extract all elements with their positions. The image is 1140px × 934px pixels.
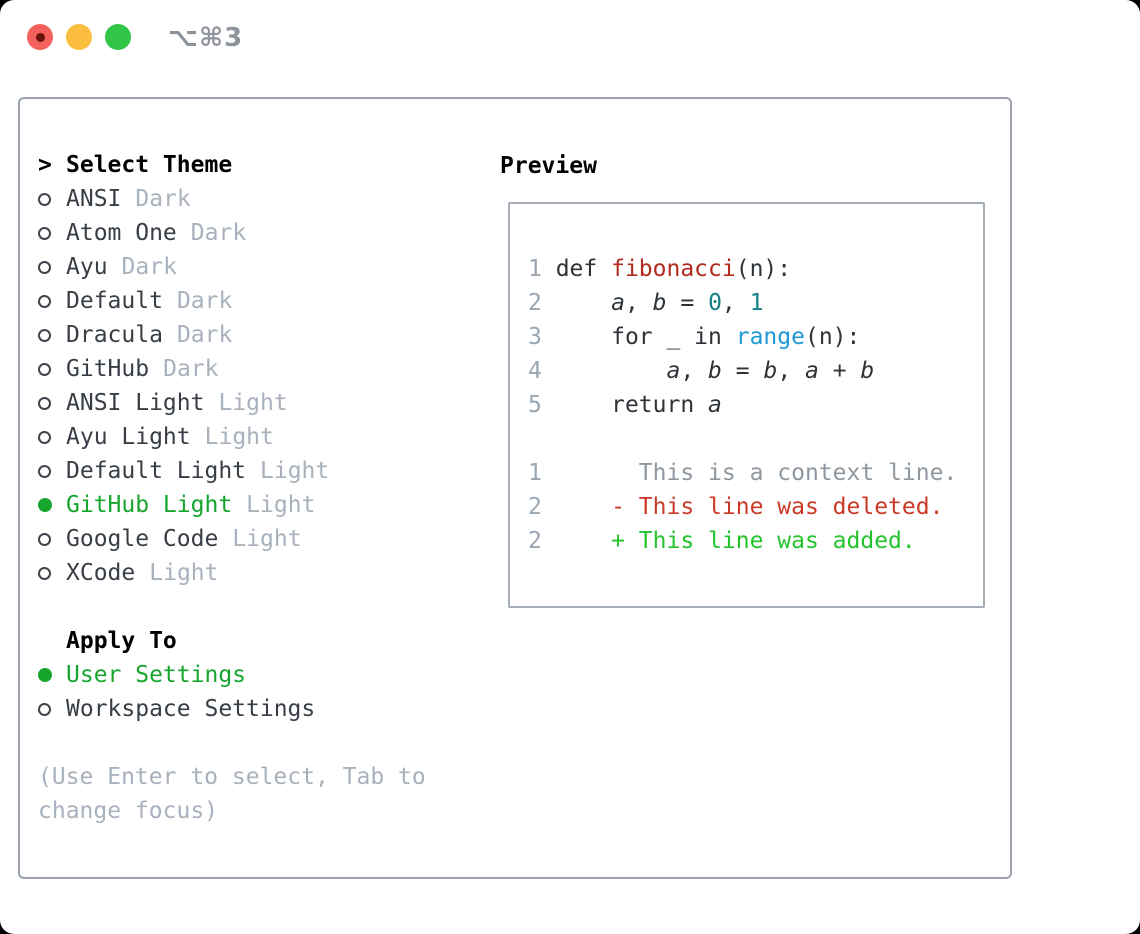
theme-option-google-code[interactable]: Google Code Light [38,522,426,556]
radio-marker-icon [38,668,66,682]
radio-marker-icon [38,192,66,206]
theme-option-github[interactable]: GitHub Dark [38,352,426,386]
option-name: Dracula [66,322,163,348]
help-text-line-1: (Use Enter to select, Tab to [38,764,426,790]
radio-marker-icon [38,396,66,410]
theme-option-default-light[interactable]: Default Light Light [38,454,426,488]
theme-option-default[interactable]: Default Dark [38,284,426,318]
option-name: Ayu [66,254,108,280]
help-text-line-2: change focus) [38,798,219,824]
theme-option-dracula[interactable]: Dracula Dark [38,318,426,352]
code-line: 5 return a [528,392,722,418]
radio-marker-icon [38,532,66,546]
radio-marker-icon [38,566,66,580]
line-number: 1 [528,460,556,486]
option-name: GitHub [66,356,150,382]
select-theme-header: Select Theme [66,152,233,178]
apply-to-list: User Settings Workspace Settings [38,658,426,726]
option-variant-tag: Light [232,526,302,552]
select-theme-header-row: > Select Theme [38,148,426,182]
code-line: 2 + This line was added. [528,528,916,554]
window-title-shortcut: ⌥⌘3 [168,23,244,53]
option-variant-tag: Light [218,390,288,416]
code-preview: 1 def fibonacci(n): 2 a, b = 0, 1 3 for _ … [528,252,983,558]
option-variant-tag: Light [149,560,219,586]
option-name: Ayu Light [66,424,191,450]
option-name: XCode [66,560,136,586]
apply-to-header: Apply To [66,628,177,654]
radio-marker-icon [38,260,66,274]
option-name: Workspace Settings [66,696,316,722]
option-variant-tag: Dark [176,322,233,348]
line-number: 2 [528,528,556,554]
option-name: GitHub Light [66,492,233,518]
option-name: ANSI Light [66,390,205,416]
theme-option-xcode[interactable]: XCode Light [38,556,426,590]
theme-option-ansi[interactable]: ANSI Dark [38,182,426,216]
apply-option-workspace-settings[interactable]: Workspace Settings [38,692,426,726]
option-name: Default Light [66,458,247,484]
close-dot-icon [35,32,45,42]
line-number: 2 [528,290,556,316]
option-name: Atom One [66,220,177,246]
minimize-button[interactable] [66,24,92,50]
radio-marker-icon [38,430,66,444]
line-number: 4 [528,358,556,384]
option-name: User Settings [66,662,247,688]
theme-option-ayu[interactable]: Ayu Dark [38,250,426,284]
line-number: 2 [528,494,556,520]
code-line: 1 def fibonacci(n): [528,256,792,282]
option-name: ANSI [66,186,122,212]
theme-option-ayu-light[interactable]: Ayu Light Light [38,420,426,454]
selection-prompt-icon: > [38,152,52,178]
code-line: 3 for _ in range(n): [528,324,861,350]
maximize-button[interactable] [105,24,131,50]
line-number: 1 [528,256,556,282]
code-line: 2 - This line was deleted. [528,494,944,520]
theme-option-atom-one[interactable]: Atom One Dark [38,216,426,250]
radio-marker-icon [38,328,66,342]
radio-marker-icon [38,226,66,240]
option-variant-tag: Light [246,492,316,518]
apply-option-user-settings[interactable]: User Settings [38,658,426,692]
option-variant-tag: Dark [176,288,233,314]
option-variant-tag: Dark [121,254,177,280]
preview-box: 1 def fibonacci(n): 2 a, b = 0, 1 3 for _ … [508,202,985,608]
option-name: Default [66,288,163,314]
option-variant-tag: Light [204,424,274,450]
preview-header: Preview [500,153,597,179]
spacer-row [38,590,426,624]
line-number: 5 [528,392,556,418]
option-variant-tag: Dark [163,356,219,382]
spacer-row [38,726,426,760]
apply-to-header-row: Apply To [38,624,426,658]
line-number: 3 [528,324,556,350]
option-variant-tag: Dark [190,220,247,246]
close-button[interactable] [27,24,53,50]
radio-marker-icon [38,464,66,478]
code-line: 4 a, b = b, a + b [528,358,875,384]
theme-option-ansi-light[interactable]: ANSI Light Light [38,386,426,420]
radio-marker-icon [38,702,66,716]
option-name: Google Code [66,526,219,552]
option-variant-tag: Light [260,458,330,484]
radio-marker-icon [38,498,66,512]
radio-marker-icon [38,294,66,308]
code-line: 1 This is a context line. [528,460,958,486]
radio-marker-icon [38,362,66,376]
code-line: 2 a, b = 0, 1 [528,290,764,316]
theme-option-github-light[interactable]: GitHub Light Light [38,488,426,522]
code-line [528,422,983,456]
titlebar: ⌥⌘3 [0,0,1140,74]
option-variant-tag: Dark [135,186,191,212]
